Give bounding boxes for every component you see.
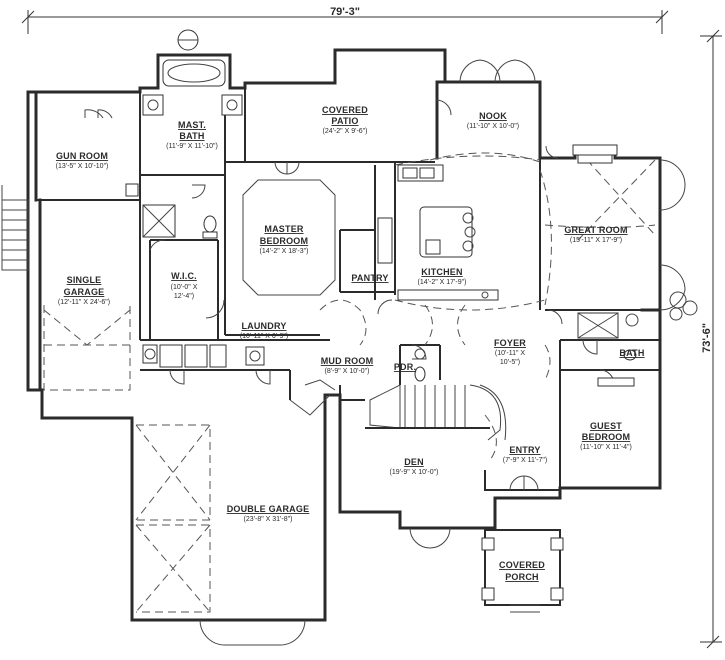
- room-kitchen: KITCHEN (14'-2" X 17'-9"): [418, 267, 467, 286]
- kitchen-dim: (14'-2" X 17'-9"): [418, 279, 467, 286]
- exterior-stairs: [1, 185, 29, 271]
- kitchen-name: KITCHEN: [421, 267, 462, 277]
- room-covered-porch: COVERED PORCH: [499, 560, 545, 582]
- great-room-name: GREAT ROOM: [564, 225, 627, 235]
- master-bedroom-dim: (14'-2" X 18'-3"): [260, 248, 309, 255]
- room-mud-room: MUD ROOM (8'-9" X 10'-0"): [321, 356, 374, 375]
- nook-dim: (11'-10" X 10'-0"): [467, 123, 519, 130]
- laundry-dim: (10'-11" X 6'-9"): [240, 333, 288, 340]
- covered-patio-dim: (24'-2" X 9'-6"): [323, 128, 368, 135]
- overall-dimension-lines: [21, 10, 722, 649]
- foyer-name: FOYER: [494, 338, 526, 348]
- room-pantry: PANTRY: [351, 273, 388, 283]
- room-guest-bedroom: GUEST BEDROOM (11'-10" X 11'-4"): [580, 421, 632, 451]
- mast-bath-name-2: BATH: [179, 131, 204, 141]
- gun-room-dim: (13'-5" X 10'-10"): [56, 163, 109, 170]
- nook-name: NOOK: [479, 111, 507, 121]
- guest-bedroom-dim: (11'-10" X 11'-4"): [580, 444, 632, 451]
- mud-room-name: MUD ROOM: [321, 356, 374, 366]
- mud-room-dim: (8'-9" X 10'-0"): [325, 368, 370, 375]
- interior-stairs: [365, 384, 507, 441]
- wic-dim-1: (10'-0" X: [171, 284, 198, 291]
- gun-room-name: GUN ROOM: [56, 151, 108, 161]
- room-pdr: PDR.: [394, 362, 416, 372]
- wic-dim-2: 12'-4"): [174, 293, 194, 300]
- room-master-bedroom: MASTER BEDROOM (14'-2" X 18'-3"): [260, 224, 309, 255]
- great-room-dim: (15'-11" X 17'-9"): [570, 237, 622, 244]
- guest-bedroom-name-2: BEDROOM: [582, 432, 630, 442]
- double-garage-dim: (23'-8" X 31'-8"): [244, 516, 293, 523]
- room-double-garage: DOUBLE GARAGE (23'-8" X 31'-8"): [227, 504, 310, 523]
- covered-patio-name-1: COVERED: [322, 105, 368, 115]
- master-bedroom-name-1: MASTER: [264, 224, 304, 234]
- room-entry: ENTRY (7'-9" X 11'-7"): [503, 445, 547, 464]
- entry-name: ENTRY: [509, 445, 540, 455]
- room-nook: NOOK (11'-10" X 10'-0"): [467, 111, 519, 130]
- room-wic: W.I.C. (10'-0" X 12'-4"): [171, 271, 198, 300]
- room-great-room: GREAT ROOM (15'-11" X 17'-9"): [564, 225, 627, 244]
- single-garage-name-1: SINGLE: [67, 275, 102, 285]
- bath-name: BATH: [619, 348, 644, 358]
- laundry-name: LAUNDRY: [241, 321, 286, 331]
- interior-walls: [36, 88, 660, 491]
- den-name: DEN: [404, 457, 424, 467]
- overall-width-label: 79'-3": [330, 6, 360, 18]
- entry-dim: (7'-9" X 11'-7"): [503, 457, 547, 464]
- mast-bath-dim: (11'-9" X 11'-10"): [166, 143, 218, 150]
- pdr-name: PDR.: [394, 362, 416, 372]
- overall-depth-label: 73'-6": [701, 323, 713, 353]
- exterior-details: [1, 29, 698, 646]
- room-foyer: FOYER (10'-11" X 10'-5"): [494, 338, 526, 366]
- master-bedroom-name-2: BEDROOM: [260, 236, 308, 246]
- door-swings: [84, 99, 615, 491]
- room-covered-patio: COVERED PATIO (24'-2" X 9'-6"): [322, 105, 368, 135]
- double-garage-name: DOUBLE GARAGE: [227, 504, 310, 514]
- covered-patio-name-2: PATIO: [331, 116, 358, 126]
- room-gun-room: GUN ROOM (13'-5" X 10'-10"): [56, 151, 109, 170]
- wic-name: W.I.C.: [171, 271, 197, 281]
- mast-bath-name-1: MAST.: [178, 120, 206, 130]
- covered-porch-name-1: COVERED: [499, 560, 545, 570]
- dashed-overheads: [43, 149, 656, 613]
- room-bath: BATH: [619, 348, 644, 358]
- room-single-garage: SINGLE GARAGE (12'-11" X 24'-6"): [58, 275, 110, 306]
- exterior-walls: [26, 48, 662, 622]
- guest-bedroom-name-1: GUEST: [590, 421, 622, 431]
- den-dim: (19'-9" X 10'-0"): [390, 469, 439, 476]
- foyer-dim-1: (10'-11" X: [495, 350, 525, 357]
- single-garage-dim: (12'-11" X 24'-6"): [58, 299, 110, 306]
- foyer-dim-2: 10'-5"): [500, 359, 520, 366]
- room-laundry: LAUNDRY (10'-11" X 6'-9"): [240, 321, 288, 340]
- fixtures: [125, 94, 639, 613]
- room-den: DEN (19'-9" X 10'-0"): [390, 457, 439, 476]
- room-mast-bath: MAST. BATH (11'-9" X 11'-10"): [166, 120, 218, 150]
- covered-porch-name-2: PORCH: [505, 572, 539, 582]
- single-garage-name-2: GARAGE: [64, 287, 105, 297]
- pantry-name: PANTRY: [351, 273, 388, 283]
